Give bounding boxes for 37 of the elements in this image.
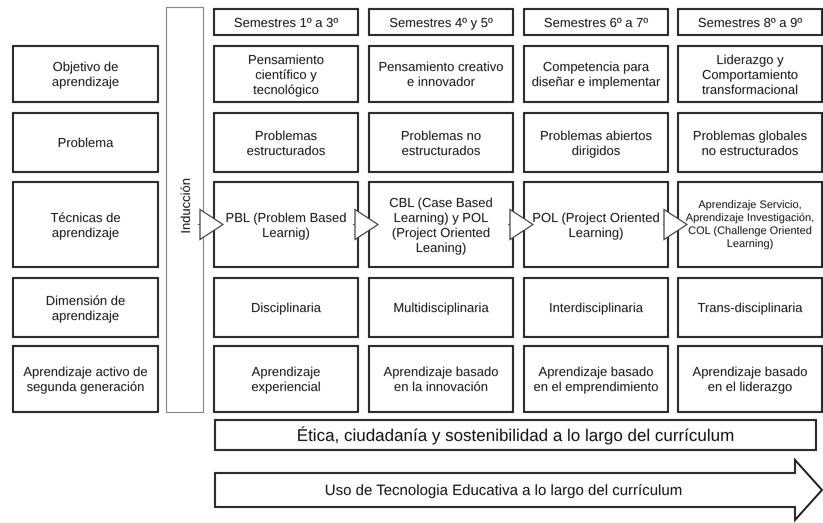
table-cell: Aprendizaje basado en el emprendimiento	[523, 345, 669, 413]
phase-band	[166, 7, 204, 413]
table-cell: Pensamiento científico y tecnológico	[213, 45, 359, 103]
column-header: Semestres 8º a 9º	[677, 8, 823, 36]
table-cell: CBL (Case Based Learning) y POL (Project Oriented Leaning)	[368, 181, 514, 268]
table-cell: PBL (Problem Based Learnig)	[213, 181, 359, 268]
table-cell: Aprendizaje experiencial	[213, 345, 359, 413]
column-header: Semestres 4º y 5º	[368, 8, 514, 36]
column-header: Semestres 1º a 3º	[213, 8, 359, 36]
row-header: Aprendizaje activo de segunda generación	[12, 345, 159, 413]
table-cell: Problemas no estructurados	[368, 112, 514, 173]
banner-box: Ética, ciudadanía y sostenibilidad a lo largo del currículum	[214, 419, 817, 451]
table-cell: Interdisciplinaria	[523, 277, 669, 338]
table-cell: Problemas estructurados	[213, 112, 359, 173]
row-header: Objetivo de aprendizaje	[12, 45, 159, 103]
table-cell: Competencia para diseñar e implementar	[523, 45, 669, 103]
row-header: Dimensión de aprendizaje	[12, 277, 159, 338]
arrow-label: Uso de Tecnologia Educativa a lo largo del currículum	[324, 482, 682, 498]
table-cell: Trans-disciplinaria	[677, 277, 823, 338]
chevron-arrow	[352, 208, 379, 240]
table-cell: Multidisciplinaria	[368, 277, 514, 338]
chevron-arrow	[198, 208, 224, 240]
table-cell: Aprendizaje basado en el liderazgo	[677, 345, 823, 413]
table-cell: Aprendizaje Servicio, Aprendizaje Investigación, COL (Challenge Oriented Learning)	[677, 181, 823, 268]
band-label: Inducción	[178, 178, 193, 234]
chevron-arrow	[508, 208, 534, 240]
table-cell: POL (Project Oriented Learning)	[523, 181, 669, 268]
column-header: Semestres 6º a 7º	[523, 8, 669, 36]
table-cell: Liderazgo y Comportamiento transformacional	[677, 45, 823, 103]
chevron-arrow	[662, 208, 688, 240]
row-header: Problema	[12, 112, 159, 173]
table-cell: Aprendizaje basado en la innovación	[368, 345, 514, 413]
table-cell: Disciplinaria	[213, 277, 359, 338]
table-cell: Problemas abiertos dirigidos	[523, 112, 669, 173]
table-cell: Pensamiento creativo e innovador	[368, 45, 514, 103]
table-cell: Problemas globales no estructurados	[677, 112, 823, 173]
row-header: Técnicas de aprendizaje	[12, 181, 159, 268]
